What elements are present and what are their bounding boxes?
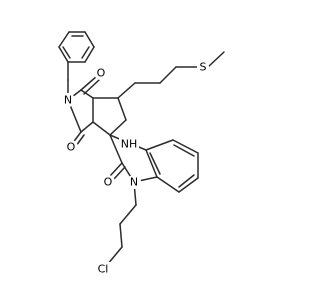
atom-labels: O O N S NH O N Cl [61,61,209,276]
bond [159,66,177,84]
chlorine-label: Cl [98,263,109,276]
bond [207,51,225,68]
bond [92,121,111,136]
bond [83,79,100,95]
bond [84,31,95,48]
bond [81,46,90,59]
molecule-structure: O O N S NH O N Cl [58,31,225,276]
bond [80,89,94,99]
nitrogen-label: N [64,94,72,107]
bond [173,144,195,157]
atom-n-indole: N [127,175,141,189]
bond [117,97,127,121]
oxygen-label: O [67,141,76,154]
atom-o-top: O [94,66,108,80]
bond [145,139,174,151]
atom-o-lactam: O [101,175,115,189]
atom-o-left: O [64,140,78,154]
atom-nh: NH [119,137,139,151]
bond [119,223,123,248]
bond [62,46,71,59]
bond [109,119,127,136]
oxygen-label: O [104,176,113,189]
bond [113,166,126,180]
bond [178,174,195,188]
oxygen-label: O [97,67,106,80]
bond [109,134,123,164]
bond [117,82,136,99]
nitrogen-label: N [130,176,138,189]
atom-s: S [197,61,209,74]
bond [119,204,137,225]
bond [156,176,180,193]
bond [109,162,123,177]
bond [145,149,158,178]
amine-label: NH [121,138,138,151]
bond [58,46,69,63]
bond [172,139,199,154]
bond [84,46,95,63]
atom-n-imide: N [61,93,75,107]
sulfur-label: S [200,61,207,74]
bond [58,31,70,48]
bond [80,75,98,91]
atom-cl: Cl [95,262,111,276]
bond [178,177,199,193]
bond [149,152,161,175]
bond [80,121,94,133]
